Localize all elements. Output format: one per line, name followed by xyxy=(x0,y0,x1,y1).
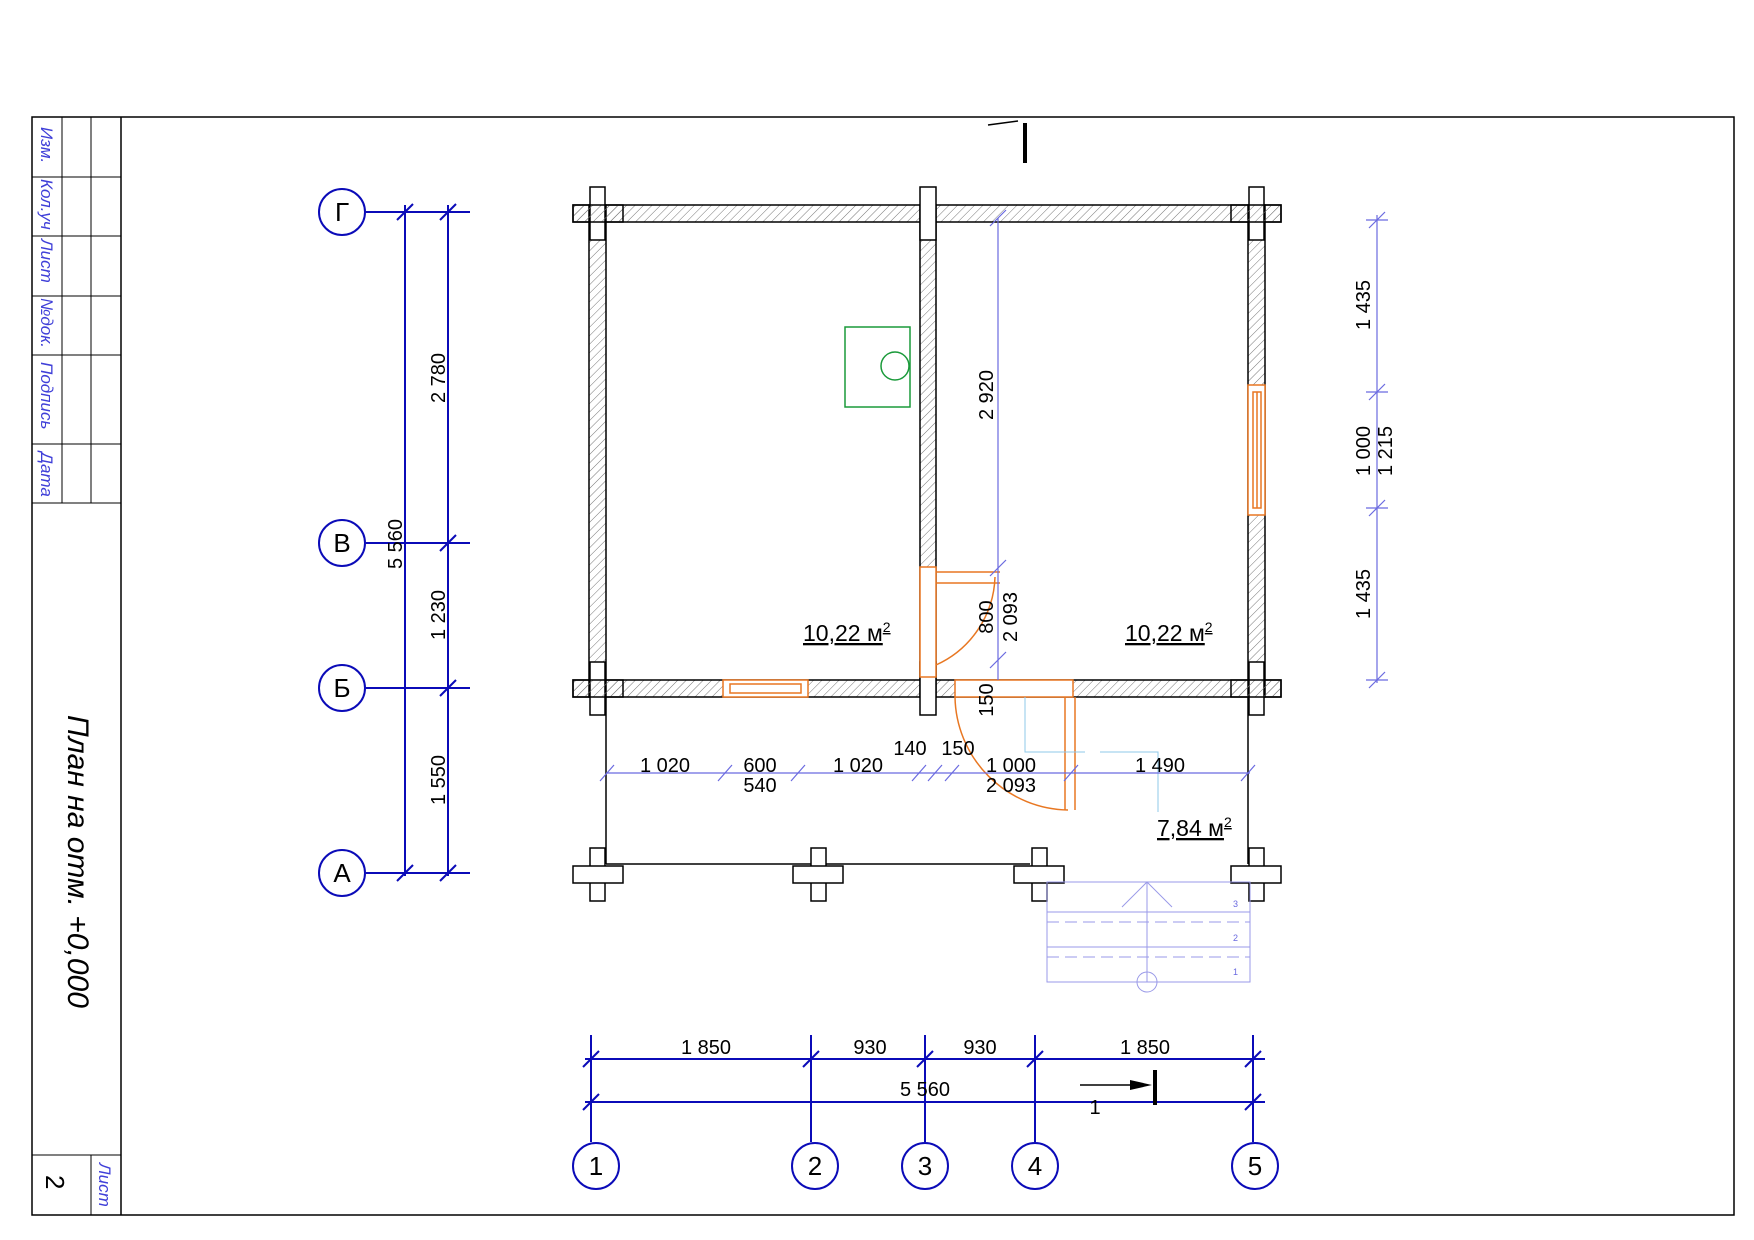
axis-label-2: 2 xyxy=(808,1151,822,1181)
stamp-col-list: Лист xyxy=(37,238,56,283)
dim-porch-3: 1 020 xyxy=(833,755,883,777)
dim-right-bottom: 1 435 xyxy=(1353,569,1375,619)
sheet-number: 2 xyxy=(40,1175,70,1189)
stamp-col-podpis: Подпись xyxy=(37,362,56,429)
sheet-frame xyxy=(31,116,1735,1216)
axis-label-a: А xyxy=(333,858,351,888)
sheet-label: Лист xyxy=(95,1162,114,1207)
dim-wall-offset: 150 xyxy=(976,683,998,716)
stair-step-2: 2 xyxy=(1233,933,1238,943)
dim-porch-2: 600 xyxy=(743,755,776,777)
vertical-axis-markers xyxy=(572,1142,1279,1190)
dim-room-height: 2 920 xyxy=(976,370,998,420)
dim-right-top: 1 435 xyxy=(1353,280,1375,330)
porch-guides xyxy=(1024,697,1159,812)
dim-right-window: 1 000 xyxy=(1353,426,1375,476)
walls xyxy=(572,186,1282,902)
dim-porch-6b: 2 093 xyxy=(986,775,1036,797)
axis-label-5: 5 xyxy=(1248,1151,1262,1181)
stair-step-3: 3 xyxy=(1233,899,1238,909)
dim-bottom-1-2: 1 850 xyxy=(681,1037,731,1059)
axis-label-g: Г xyxy=(335,197,349,227)
stamp-col-kol: Кол.уч xyxy=(37,179,56,230)
dim-bottom-total: 5 560 xyxy=(900,1079,950,1101)
stair-step-1: 1 xyxy=(1233,967,1238,977)
axis-label-b: Б xyxy=(333,673,350,703)
area-porch: 7,84 м2 xyxy=(1157,814,1232,841)
dim-left-g-v: 2 780 xyxy=(428,353,450,403)
sheet-title: План на отм. +0,000 xyxy=(61,715,94,1008)
dim-porch-2b: 540 xyxy=(743,775,776,797)
dim-left-total: 5 560 xyxy=(385,519,407,569)
dim-porch-5: 150 xyxy=(941,738,974,760)
area-room-1: 10,22 м2 xyxy=(803,619,891,646)
openings xyxy=(722,384,1266,811)
stamp-col-ndok: №док. xyxy=(37,298,56,348)
dim-door-height: 2 093 xyxy=(1000,592,1022,642)
stove xyxy=(844,326,911,408)
bottom-axis-lines xyxy=(582,1035,1265,1142)
dim-porch-4: 140 xyxy=(893,738,926,760)
axis-label-3: 3 xyxy=(918,1151,932,1181)
section-mark-label: 1 xyxy=(1089,1097,1100,1119)
axis-label-4: 4 xyxy=(1028,1151,1042,1181)
interior-dim-lines xyxy=(599,209,1256,782)
right-dim-lines xyxy=(1366,211,1388,689)
dim-left-b-a: 1 550 xyxy=(428,755,450,805)
area-room-2: 10,22 м2 xyxy=(1125,619,1213,646)
section-mark-bottom xyxy=(1080,1070,1157,1105)
dim-porch-7: 1 490 xyxy=(1135,755,1185,777)
axis-label-1: 1 xyxy=(589,1151,603,1181)
dim-left-v-b: 1 230 xyxy=(428,590,450,640)
dim-porch-6: 1 000 xyxy=(986,755,1036,777)
left-axis-lines xyxy=(366,203,470,882)
stair xyxy=(1046,881,1251,993)
dim-bottom-2-3: 930 xyxy=(853,1037,886,1059)
dim-right-window-alt: 1 215 xyxy=(1375,426,1397,476)
stamp-col-data: Дата xyxy=(37,450,56,497)
dim-bottom-4-5: 1 850 xyxy=(1120,1037,1170,1059)
axis-label-v: В xyxy=(333,528,350,558)
stamp-col-izm: Изм. xyxy=(37,127,56,163)
dim-door-width: 800 xyxy=(976,600,998,633)
dim-bottom-3-4: 930 xyxy=(963,1037,996,1059)
dim-porch-1: 1 020 xyxy=(640,755,690,777)
horizontal-axis-markers xyxy=(318,188,366,897)
